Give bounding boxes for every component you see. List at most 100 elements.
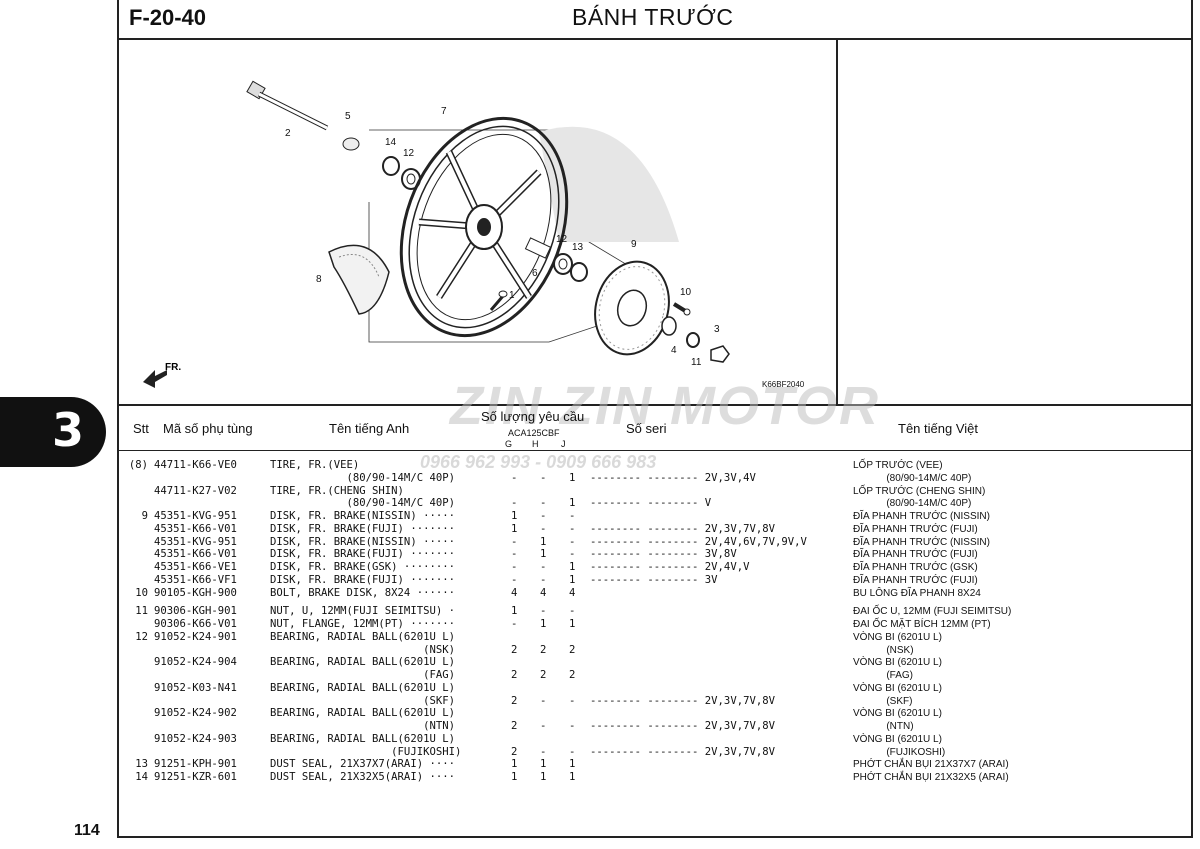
row-vietnamese-name: LỐP TRƯỚC (VEE) (853, 460, 943, 471)
page-frame (117, 0, 1193, 838)
row-qty-h: 2 (540, 669, 547, 681)
figure-code-title: F-20-40 (129, 5, 207, 30)
row-qty-j: 2 (569, 669, 576, 681)
row-english-name: (NSK) (270, 643, 455, 656)
row-vietnamese-name: (FUJIKOSHI) (853, 746, 946, 758)
row-stt: (8) (128, 459, 148, 471)
row-qty-j: 1 (569, 561, 576, 573)
row-stt: 10 (135, 586, 148, 599)
brake-disk-9 (594, 260, 670, 356)
row-qty-g: - (511, 573, 518, 586)
row-vietnamese-name: BU LÔNG ĐĨA PHANH 8X24 (853, 587, 981, 599)
callout-14: 14 (385, 137, 397, 148)
row-serial: -------- -------- 2V,3V,4V (590, 471, 756, 484)
row-english-name: (FUJIKOSHI) (270, 745, 462, 758)
row-qty-h: 1 (540, 758, 547, 771)
col-header-english: Tên tiếng Anh (329, 421, 410, 436)
row-qty-g: - (511, 618, 518, 630)
row-part-number: 91052-K24-904 (154, 656, 237, 669)
honda-wing-logo (539, 126, 679, 242)
row-vietnamese-name: PHỚT CHẮN BỤI 21X37X7 (ARAI) (853, 759, 1009, 771)
axle-bolt (246, 80, 329, 131)
row-stt: 9 (141, 510, 148, 522)
col-header-vietnamese: Tên tiếng Việt (898, 421, 978, 436)
row-vietnamese-name: PHỚT CHẮN BỤI 21X32X5 (ARAI) (853, 772, 1009, 783)
callout-5: 5 (345, 111, 351, 122)
row-qty-h: - (540, 561, 547, 573)
tire-section (328, 244, 390, 315)
row-qty-h: - (540, 720, 547, 732)
col-header-h: H (532, 439, 539, 449)
callout-13: 13 (572, 242, 584, 253)
callout-11: 11 (691, 357, 702, 368)
row-vietnamese-name: (SKF) (853, 695, 913, 707)
row-part-number: 45351-K66-VE1 (154, 561, 237, 573)
row-qty-g: - (511, 471, 518, 484)
row-qty-g: 2 (511, 694, 518, 707)
col-header-stt: Stt (133, 421, 149, 436)
col-header-j: J (561, 439, 566, 449)
callout-3: 3 (714, 324, 720, 335)
callout-4: 4 (671, 345, 677, 356)
row-vietnamese-name: VÒNG BI (6201U L) (853, 733, 942, 745)
row-qty-j: - (569, 535, 576, 548)
col-header-qty: Số lượng yêu cầu (481, 409, 585, 424)
row-part-number: 91052-K24-902 (154, 707, 237, 720)
row-vietnamese-name: ĐĨA PHANH TRƯỚC (FUJI) (853, 574, 978, 586)
row-part-number: 45351-K66-V01 (154, 548, 237, 561)
table-header-border (117, 450, 1193, 451)
row-english-name: (SKF) (270, 694, 455, 707)
row-qty-h: - (540, 694, 547, 707)
page-title: BÁNH TRƯỚC (572, 4, 734, 30)
row-part-number: 91052-K03-N41 (154, 681, 237, 694)
fr-label: FR. (165, 362, 181, 373)
row-stt: 11 (135, 605, 148, 618)
row-qty-j: - (569, 605, 576, 618)
row-stt: 14 (135, 771, 148, 783)
row-qty-g: 2 (511, 643, 518, 656)
row-vietnamese-name: VÒNG BI (6201U L) (853, 682, 942, 694)
callout-1: 1 (509, 290, 515, 301)
row-english-name: BOLT, BRAKE DISK, 8X24 ······ (270, 586, 455, 599)
row-english-name: DISK, FR. BRAKE(NISSIN) ····· (270, 510, 455, 522)
row-serial: -------- -------- 2V,3V,7V,8V (590, 745, 775, 758)
row-qty-h: - (540, 745, 547, 758)
callout-6: 6 (532, 268, 538, 279)
row-english-name: NUT, U, 12MM(FUJI SEIMITSU) · (270, 605, 455, 618)
row-stt: 12 (135, 630, 148, 643)
row-english-name: DISK, FR. BRAKE(NISSIN) ····· (270, 535, 455, 548)
row-qty-j: 1 (569, 771, 576, 783)
row-serial: -------- -------- 3V,8V (590, 548, 737, 561)
row-part-number: 45351-K66-V01 (154, 522, 237, 535)
row-qty-j: 1 (569, 618, 576, 630)
callout-2: 2 (285, 128, 291, 139)
row-qty-h: - (540, 605, 547, 618)
row-qty-h: - (540, 471, 547, 484)
row-vietnamese-name: (NSK) (853, 644, 914, 656)
row-qty-j: - (569, 548, 576, 561)
page-number: 114 (74, 822, 100, 839)
wheel-rim (399, 116, 569, 338)
row-qty-g: 1 (511, 605, 518, 618)
row-qty-h: - (540, 510, 547, 522)
callout-12-left: 12 (403, 148, 415, 159)
row-qty-j: 2 (569, 643, 576, 656)
row-qty-h: 1 (540, 771, 547, 783)
row-english-name: (80/90-14M/C 40P) (270, 471, 455, 484)
row-english-name: BEARING, RADIAL BALL(6201U L) (270, 681, 455, 694)
row-vietnamese-name: (FAG) (853, 670, 914, 681)
row-serial: -------- -------- 2V,4V,6V,7V,9V,V (590, 535, 807, 548)
row-vietnamese-name: ĐĨA PHANH TRƯỚC (GSK) (853, 562, 978, 573)
section-tab-number: 3 (52, 403, 85, 457)
row-vietnamese-name: ĐĨA PHANH TRƯỚC (NISSIN) (853, 536, 990, 548)
row-serial: -------- -------- 2V,3V,7V,8V (590, 522, 775, 535)
row-vietnamese-name: ĐAI ỐC MẶT BÍCH 12MM (PT) (853, 619, 991, 630)
row-qty-g: 1 (511, 771, 518, 783)
row-part-number: 45351-K66-VF1 (154, 573, 237, 586)
row-english-name: BEARING, RADIAL BALL(6201U L) (270, 656, 455, 669)
bearing-12-right (553, 253, 573, 275)
row-english-name: TIRE, FR.(CHENG SHIN) (270, 484, 404, 497)
row-part-number: 90306-KGH-901 (154, 605, 237, 618)
row-part-number: 91251-KZR-601 (154, 771, 237, 783)
row-qty-g: - (511, 497, 518, 510)
